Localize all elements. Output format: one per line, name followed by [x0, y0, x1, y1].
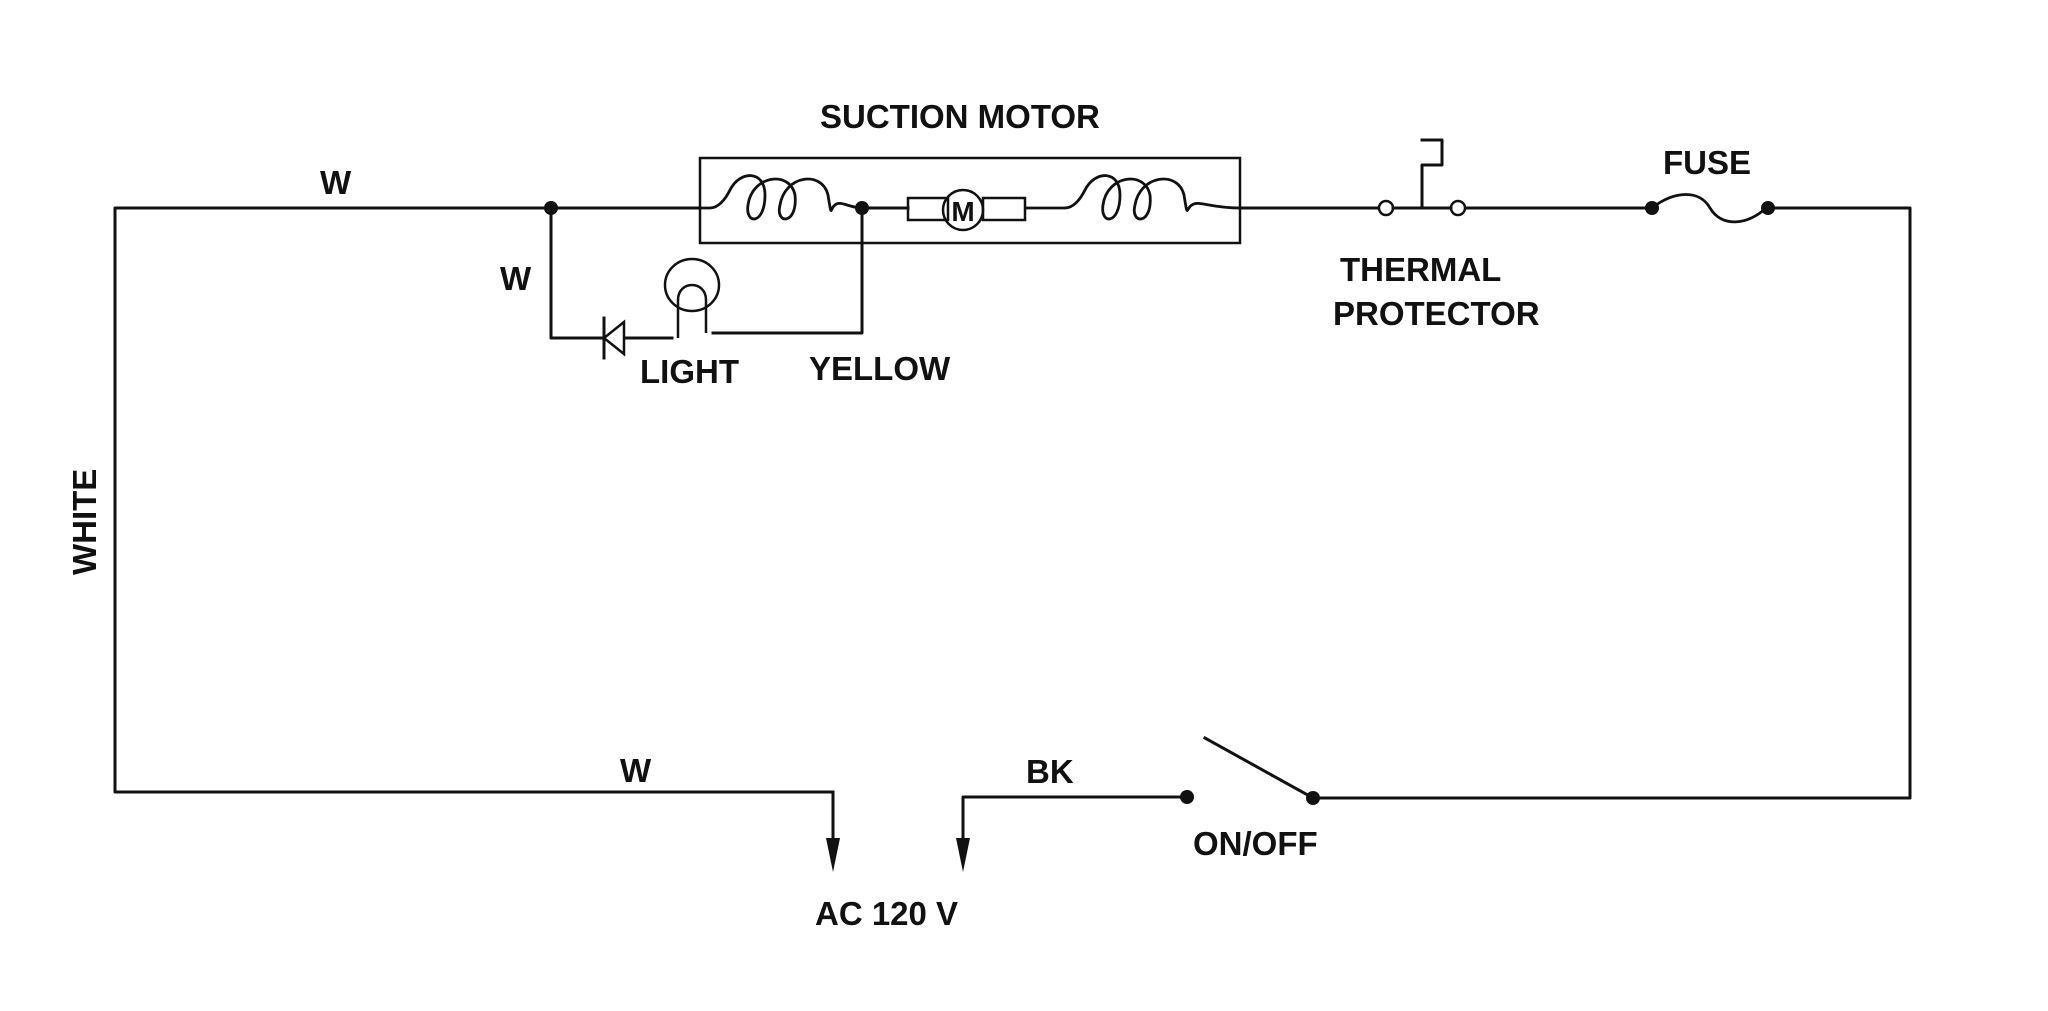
suction-motor-housing: [698, 156, 1242, 245]
thermal-protector-label-line1: THERMAL: [1340, 251, 1501, 288]
wire-label-w-branch: W: [500, 260, 532, 297]
fuse-terminal-left: [1645, 201, 1659, 215]
suction-motor-label: SUCTION MOTOR: [820, 98, 1100, 135]
motor-brush-left: [906, 196, 950, 222]
wire-right-return: [1311, 206, 1912, 800]
motor-m-label: M: [951, 196, 974, 227]
fuse-label: FUSE: [1663, 144, 1751, 181]
motor-field-coil-right: [1025, 174, 1241, 221]
wire-yellow: [711, 206, 864, 335]
white-label: WHITE: [66, 469, 103, 575]
wire-left-white: [113, 206, 835, 799]
thermal-terminal-right: [1449, 199, 1467, 217]
thermal-protector-label-line2: PROTECTOR: [1333, 295, 1540, 332]
light-label: LIGHT: [640, 353, 739, 390]
fuse-icon: [1651, 193, 1767, 224]
wire-label-w-bottom: W: [620, 752, 652, 789]
wire-bk: [961, 795, 1189, 840]
yellow-label: YELLOW: [809, 350, 951, 387]
source-arrow-w: [826, 838, 840, 872]
lamp-filament: [676, 283, 708, 338]
junction-motor: [855, 201, 869, 215]
switch-terminal-left: [1180, 790, 1194, 804]
source-arrow-bk: [956, 838, 970, 872]
on-off-label: ON/OFF: [1193, 825, 1318, 862]
light-bulb-icon: [663, 257, 721, 313]
wire-label-bk: BK: [1026, 753, 1074, 790]
fuse-terminal-right: [1761, 201, 1775, 215]
wire-label-w-top: W: [320, 164, 352, 201]
motor-brush-right: [981, 196, 1027, 222]
ac-source-label: AC 120 V: [815, 895, 958, 932]
thermal-terminal-left: [1377, 199, 1395, 217]
diode-icon: [601, 319, 626, 357]
thermal-protector-switch-icon: [1391, 138, 1453, 210]
on-off-switch-blade: [1202, 735, 1316, 801]
motor-field-coil-left: [700, 174, 863, 221]
wire-light-branch: [549, 206, 674, 340]
junction-left: [544, 201, 558, 215]
